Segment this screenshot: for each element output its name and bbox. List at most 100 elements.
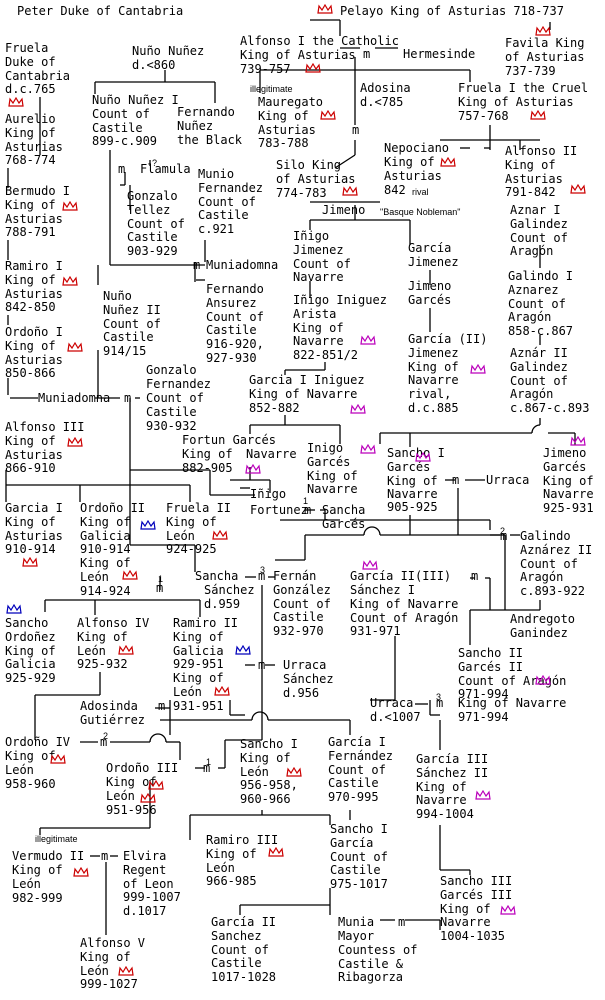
person-galindo-i: Galindo I Aznarez Count of Aragón 858-c.…	[508, 269, 574, 339]
person-fernan-gonzalez: Fernán González Count of Castile 932-970	[273, 569, 331, 639]
marriage-symbol: m	[436, 696, 444, 710]
marriage-number: 1	[206, 757, 212, 767]
crown-icon	[360, 335, 376, 345]
crown-icon	[62, 276, 78, 286]
marriage-number: 3	[260, 565, 266, 575]
person-nuno-nunez: Nuño Nuñez d.<860	[132, 44, 205, 72]
person-garcia-ii-sanchez-castile: García II Sanchez Count of Castile 1017-…	[211, 915, 277, 985]
person-inigo-fortunez: Iñigo	[250, 487, 287, 501]
person-alfonso-i-dates: 739-757	[240, 62, 291, 76]
marriage-symbol: m	[124, 391, 132, 405]
person-ordono-iii: Ordoño III	[106, 761, 179, 775]
crown-icon	[148, 780, 164, 790]
person-sancha-sanchez: Sancha	[195, 569, 239, 583]
person-nuno-nunez-ii: Nuño Nuñez II Count of Castile 914/15	[103, 289, 161, 359]
crown-icon	[73, 867, 89, 877]
person-urraca-sanchez: Urraca Sánchez d.956	[283, 658, 334, 700]
crown-icon	[214, 686, 230, 696]
crown-icon	[440, 157, 456, 167]
crown-icon	[535, 675, 551, 685]
marriage-number: 1	[158, 574, 164, 584]
person-garcia-jimenez: García Jimenez	[408, 241, 459, 269]
crown-icon	[350, 404, 366, 414]
person-pelayo: Pelayo King of Asturias 718-737	[340, 4, 564, 18]
person-alfonso-iv: Alfonso IV King of León 925-932	[77, 616, 150, 672]
person-garcia-ii-sanchez-2: Sánchez I King of Navarre Count of Aragó…	[350, 583, 459, 639]
marriage-symbol: m	[156, 581, 164, 595]
person-sancho-iii: Sancho III Garcés III King of Navarre 10…	[440, 874, 513, 944]
crown-icon	[286, 767, 302, 777]
person-garcia-ii-jimenez: García (II) Jimenez King of Navarre riva…	[408, 332, 488, 415]
crown-icon	[140, 520, 156, 530]
person-sancha-garces-2: Garcés	[322, 517, 366, 531]
person-garcia-i-iniguez: Garcia I Iniguez King of Navarre 852-882	[249, 373, 365, 415]
illegitimate-note: illegitimate	[35, 834, 78, 844]
person-munio-fernandez: Munio Fernandez Count of Castile c.921	[198, 167, 264, 237]
marriage-symbol: m	[452, 473, 460, 487]
person-ordono-ii: Ordoño II King of Galicia 910-914 King o…	[80, 501, 146, 598]
crown-icon	[67, 342, 83, 352]
crown-icon	[122, 570, 138, 580]
crown-icon	[118, 645, 134, 655]
crown-icon	[8, 97, 24, 107]
crown-icon	[268, 847, 284, 857]
person-fruela-ii: Fruela II King of León 924-925	[166, 501, 232, 557]
person-munia: Munia	[338, 915, 375, 929]
person-sancha-sanchez-2: Sánchez d.959	[204, 583, 255, 611]
crown-icon	[22, 557, 38, 567]
person-ramiro-i: Ramiro I King of Asturias 842-850	[5, 259, 63, 315]
person-inigo-jimenez: Iñigo Jimenez Count of Navarre	[293, 229, 351, 285]
crown-icon	[118, 966, 134, 976]
marriage-symbol: m	[101, 849, 109, 863]
person-vermudo-ii-title: King of León 982-999	[12, 863, 63, 905]
crown-icon	[50, 754, 66, 764]
person-bermudo-i: Bermudo I King of Asturias 788-791	[5, 184, 71, 240]
crown-icon	[570, 436, 586, 446]
person-fruela-i: Fruela I the Cruel King of Asturias 757-…	[458, 81, 589, 123]
person-gonzalo-tellez: Gonzalo Tellez Count of Castile 903-929	[127, 189, 185, 259]
crown-icon	[305, 63, 321, 73]
crown-icon	[245, 464, 261, 474]
marriage-symbol: m	[471, 569, 479, 583]
person-urraca: Urraca	[486, 473, 530, 487]
person-sancha-garces: Sancha	[322, 503, 366, 517]
person-sancho-ii-king: King of Navarre 971-994	[458, 696, 567, 724]
person-mauregato: Mauregato King of Asturias 783-788	[258, 95, 324, 151]
marriage-number: 2	[500, 526, 506, 536]
person-nepociano-title: King of Asturias	[384, 155, 442, 183]
rival-note: rival	[412, 187, 429, 197]
person-aznar-ii: Aznár II Galindez Count of Aragón c.867-…	[510, 346, 590, 416]
person-adosinda-2: Gutiérrez	[80, 713, 146, 727]
person-sancho-i-garces: Sancho I Garcés King of	[387, 446, 445, 488]
person-ordono-iii-title: King of León 951-956	[106, 775, 157, 817]
person-garcia-iii: García III Sánchez II King of Navarre 99…	[416, 752, 489, 822]
person-sancho-ii-garces: Sancho II Garcés II Count of Aragón 971-…	[458, 646, 567, 702]
crown-icon	[67, 437, 83, 447]
marriage-symbol: m	[258, 569, 266, 583]
person-flamula: Flamula	[140, 162, 191, 176]
person-garcia-i-asturias: Garcia I King of Asturias 910-914	[5, 501, 63, 557]
crown-icon	[235, 645, 251, 655]
person-sancho-i-navarre: Navarre	[387, 487, 438, 501]
crown-icon	[535, 26, 551, 36]
person-alfonso-ii: Alfonso II King of Asturias 791-842	[505, 144, 578, 200]
marriage-symbol: m	[352, 123, 360, 137]
person-fernando-the-black: Fernando Nuñez the Black	[177, 105, 243, 147]
person-inigo-garces: Inigo Garcés King of Navarre	[307, 441, 358, 497]
basque-nobleman-note: "Basque Nobleman"	[380, 207, 461, 217]
marriage-symbol: m	[500, 529, 508, 543]
marriage-number: 2	[103, 731, 109, 741]
crown-icon	[62, 201, 78, 211]
person-gonzalo-title: Count of Castile 930-932	[146, 391, 204, 433]
person-jimeno-garces: Jimeno Garcés	[408, 279, 452, 307]
marriage-symbol: m	[158, 699, 166, 713]
person-nepociano: Nepociano	[384, 141, 450, 155]
marriage-symbol: m	[398, 915, 406, 929]
person-sancho-i-dates: 905-925	[387, 500, 438, 514]
person-aznar-i: Aznar I Galindez Count of Aragón	[510, 203, 568, 259]
person-nepociano-date: 842	[384, 183, 406, 197]
crown-icon	[360, 444, 376, 454]
person-sancho-garcia: Sancho I García Count of Castile 975-101…	[330, 822, 388, 892]
person-gonzalo-fernandez: Gonzalo Fernandez	[146, 363, 212, 391]
person-elvira: Elvira Regent of Leon 999-1007 d.1017	[123, 849, 181, 919]
